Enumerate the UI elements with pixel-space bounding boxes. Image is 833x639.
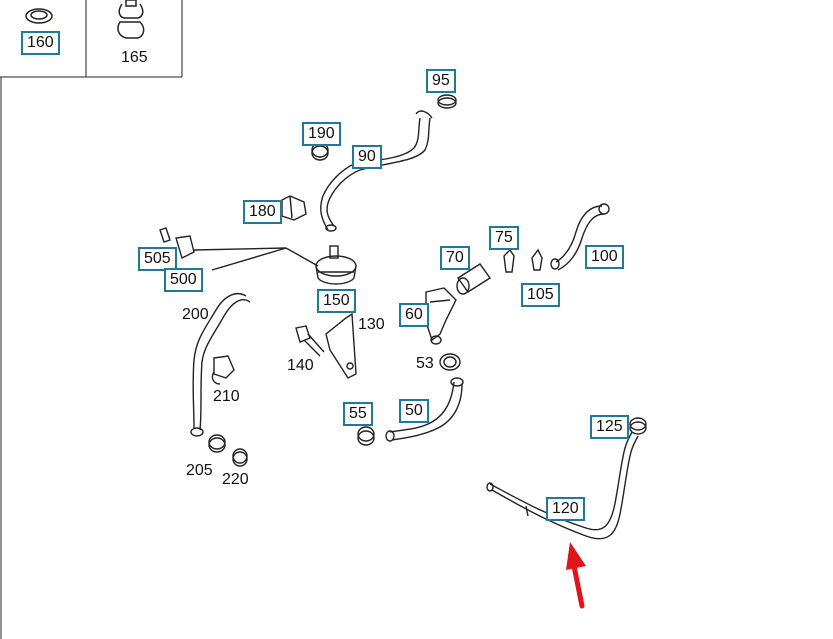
clamp-210-icon (211, 355, 235, 385)
label-200[interactable]: 200 (182, 306, 209, 323)
label-130[interactable]: 130 (358, 316, 385, 333)
legend-oring-icon (25, 8, 53, 24)
legend-item-165[interactable]: 165 (121, 49, 148, 66)
label-140[interactable]: 140 (287, 357, 314, 374)
callout-505[interactable]: 505 (138, 247, 177, 271)
legend-frame (0, 0, 183, 639)
clamp-220-icon (232, 448, 248, 467)
legend-item-160[interactable]: 160 (21, 31, 60, 55)
callout-95[interactable]: 95 (426, 69, 456, 93)
callout-70[interactable]: 70 (440, 246, 470, 270)
pump-150-icon (315, 245, 357, 285)
legend-clip-icon (117, 0, 145, 39)
callout-90[interactable]: 90 (352, 145, 382, 169)
hose-50-icon (385, 377, 464, 442)
clamp-95-icon (437, 94, 457, 109)
label-220[interactable]: 220 (222, 471, 249, 488)
label-210[interactable]: 210 (213, 388, 240, 405)
hose-100-icon (550, 203, 610, 271)
clip-105-icon (531, 248, 543, 271)
hose-200-icon (190, 292, 251, 437)
clamp-125-icon (629, 417, 647, 435)
bracket-180-icon (281, 195, 307, 221)
callout-190[interactable]: 190 (302, 122, 341, 146)
sensor-505-icon (159, 227, 319, 271)
bracket-130-icon (325, 312, 357, 379)
callout-120[interactable]: 120 (546, 497, 585, 521)
bolt-140-icon (295, 325, 325, 357)
hose-120-icon (486, 431, 639, 540)
seal-53-icon (439, 353, 461, 371)
clamp-205-icon (208, 434, 226, 453)
callout-100[interactable]: 100 (585, 245, 624, 269)
clamp-55-icon (357, 426, 375, 446)
label-53[interactable]: 53 (416, 355, 434, 372)
callout-500[interactable]: 500 (164, 268, 203, 292)
callout-55[interactable]: 55 (343, 402, 373, 426)
callout-60[interactable]: 60 (399, 303, 429, 327)
clip-75-icon (503, 248, 515, 273)
connector-70-icon (456, 263, 491, 295)
callout-50[interactable]: 50 (399, 399, 429, 423)
callout-150[interactable]: 150 (317, 289, 356, 313)
callout-75[interactable]: 75 (489, 226, 519, 250)
flange-60-icon (425, 287, 457, 345)
red-arrow-icon (566, 542, 586, 609)
callout-180[interactable]: 180 (243, 200, 282, 224)
callout-125[interactable]: 125 (590, 415, 629, 439)
callout-105[interactable]: 105 (521, 283, 560, 307)
label-205[interactable]: 205 (186, 462, 213, 479)
